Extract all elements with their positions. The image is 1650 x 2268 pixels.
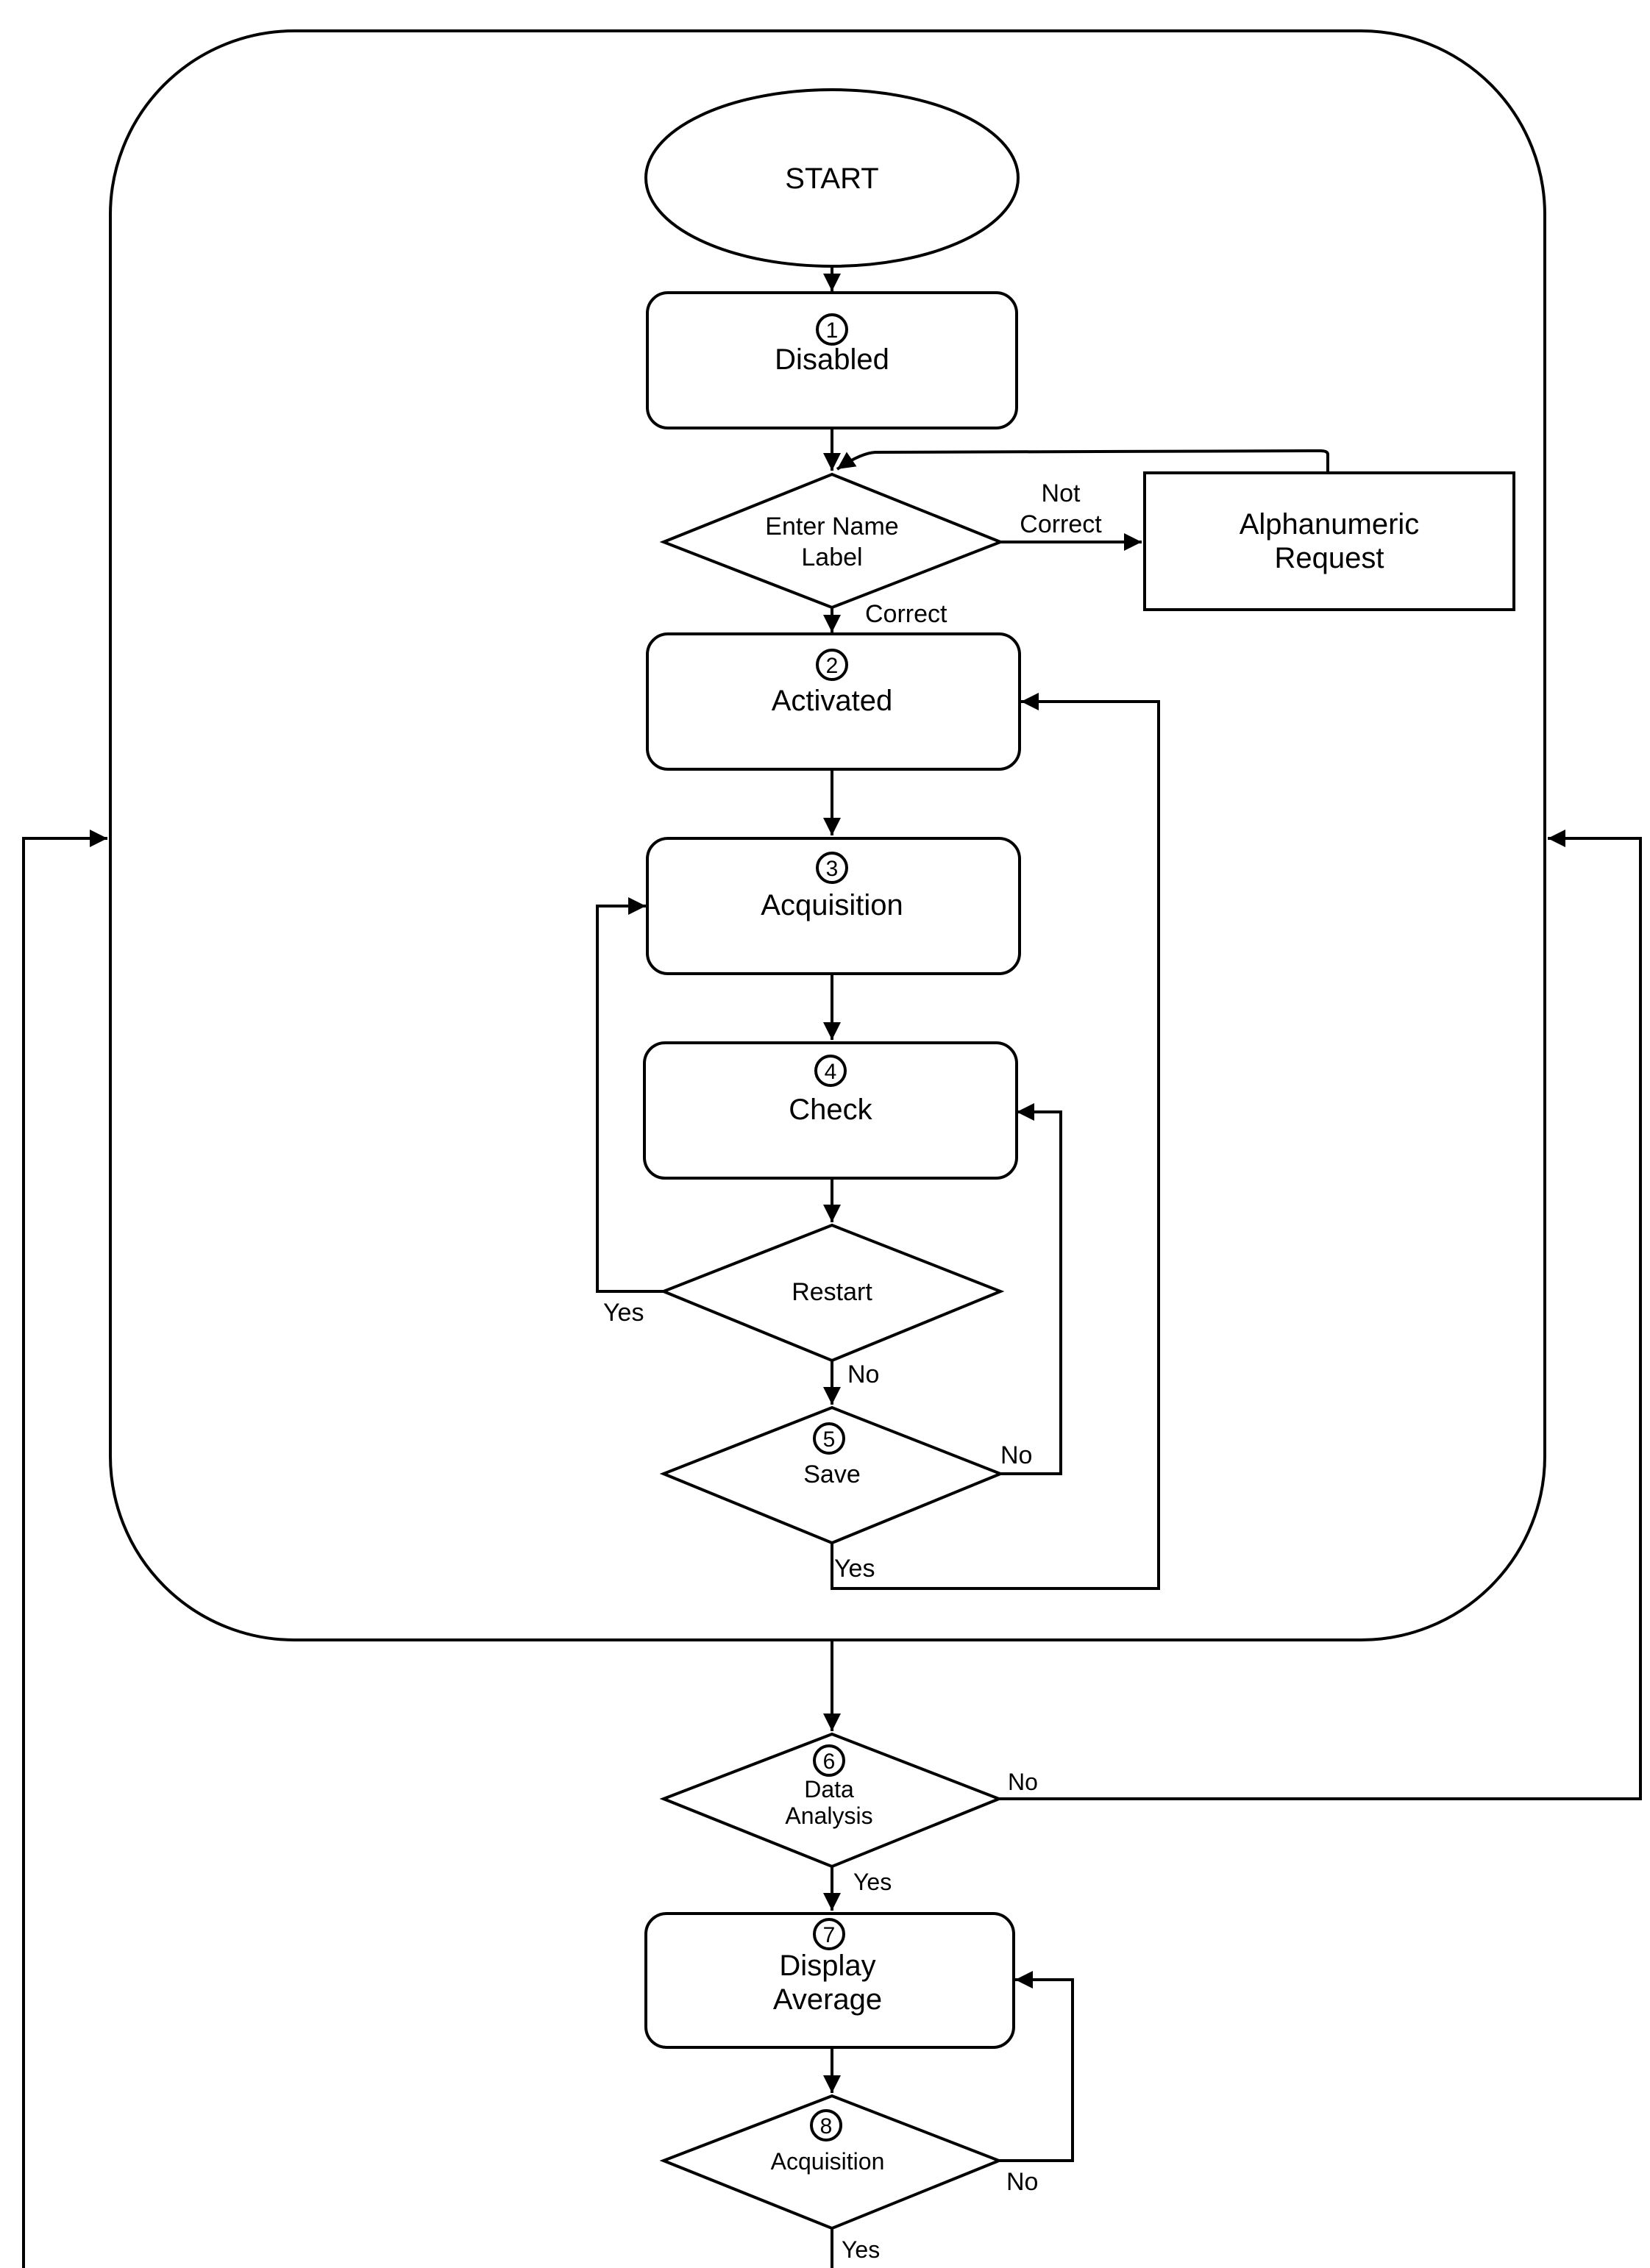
arrow-acq2-yes-loop xyxy=(22,830,833,2268)
acquisition-node: 3 Acquisition xyxy=(646,837,1021,975)
label-save-yes: Yes xyxy=(834,1555,875,1583)
display-average-line2: Average xyxy=(773,1983,882,2016)
label-acq2-no: No xyxy=(1006,2168,1038,2196)
activated-label: Activated xyxy=(772,685,893,717)
connectors xyxy=(22,266,1642,2268)
save-decision: 5 Save xyxy=(659,1405,1005,1545)
check-number: 4 xyxy=(825,1060,837,1084)
save-label: Save xyxy=(803,1461,861,1488)
display-average-node: 7 Display Average xyxy=(644,1912,1015,2049)
disabled-number: 1 xyxy=(826,318,839,343)
enter-name-line2: Label xyxy=(801,543,862,571)
arrow-acq2-no-loop xyxy=(999,1971,1074,2162)
acquisition2-decision: 8 Acquisition xyxy=(659,2094,1003,2230)
enter-name-decision: Enter Name Label xyxy=(659,472,1005,610)
arrow-request-back-to-enter-name xyxy=(836,449,1329,473)
data-analysis-line2: Analysis xyxy=(785,1802,872,1829)
acquisition2-label: Acquisition xyxy=(771,2148,885,2175)
arrow-save-no-loop xyxy=(1000,1103,1062,1475)
arrow-save-yes-loop xyxy=(831,693,1160,1590)
arrow-restart-yes-loop xyxy=(596,897,664,1293)
restart-decision: Restart xyxy=(659,1223,1005,1363)
alphanumeric-request-node: Alphanumeric Request xyxy=(1143,471,1515,611)
acquisition2-number: 8 xyxy=(820,2114,833,2139)
label-save-no: No xyxy=(1000,1441,1032,1469)
label-acq2-yes: Yes xyxy=(842,2236,880,2263)
data-analysis-number: 6 xyxy=(823,1750,836,1774)
start-label: START xyxy=(785,163,878,195)
enter-name-line1: Enter Name xyxy=(765,513,898,541)
alphanumeric-line1: Alphanumeric xyxy=(1240,508,1420,541)
restart-label: Restart xyxy=(792,1278,872,1306)
save-number: 5 xyxy=(823,1427,836,1452)
label-analysis-no: No xyxy=(1008,1769,1038,1795)
disabled-node: 1 Disabled xyxy=(646,291,1018,429)
acquisition-label: Acquisition xyxy=(761,889,903,921)
label-not: Not xyxy=(1042,479,1081,507)
acquisition-number: 3 xyxy=(826,857,839,881)
label-restart-no: No xyxy=(847,1361,879,1388)
label-correct: Correct xyxy=(865,600,947,628)
display-average-number: 7 xyxy=(823,1923,836,1947)
label-correct-upper: Correct xyxy=(1020,510,1102,538)
check-label: Check xyxy=(789,1094,872,1126)
label-restart-yes: Yes xyxy=(603,1299,644,1327)
activated-number: 2 xyxy=(826,654,839,678)
alphanumeric-line2: Request xyxy=(1275,542,1384,574)
process-container xyxy=(109,29,1546,1641)
start-node: START xyxy=(644,88,1020,268)
arrow-analysis-no-loop xyxy=(999,830,1642,1800)
label-analysis-yes: Yes xyxy=(853,1869,892,1895)
edge-labels: Not Correct Correct Yes No No Yes No Yes… xyxy=(603,479,1102,2263)
disabled-label: Disabled xyxy=(775,343,889,376)
activated-node: 2 Activated xyxy=(646,632,1021,771)
data-analysis-decision: 6 Data Analysis xyxy=(659,1732,1003,1869)
check-node: 4 Check xyxy=(643,1041,1018,1180)
display-average-line1: Display xyxy=(779,1950,875,1982)
data-analysis-line1: Data xyxy=(804,1776,854,1802)
